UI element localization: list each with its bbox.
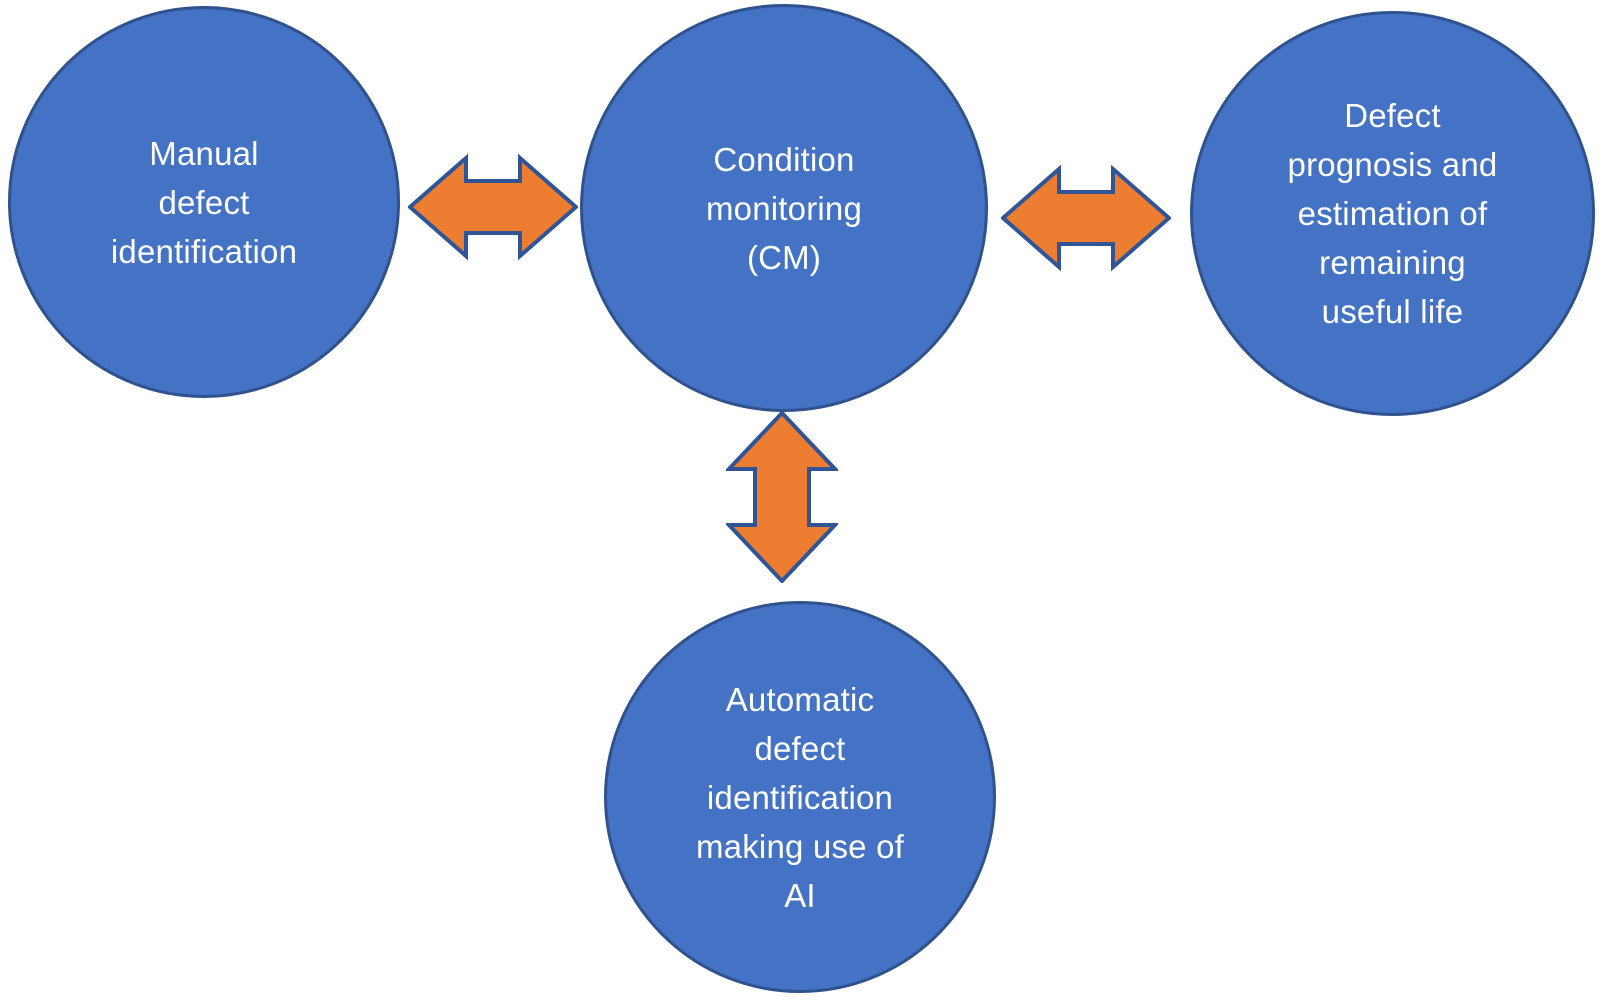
double-arrow-shape — [726, 411, 838, 583]
node-defect-prognosis: Defect prognosis and estimation of remai… — [1190, 11, 1595, 416]
double-arrow-shape — [1001, 165, 1171, 271]
double-arrow-icon-cm-to-automatic — [726, 411, 838, 583]
double-arrow-icon-cm-to-prognosis — [1001, 165, 1171, 271]
node-automatic-defect-identification: Automatic defect identification making u… — [604, 601, 996, 993]
double-arrow-icon-manual-to-cm — [408, 154, 578, 260]
node-condition-monitoring-label: Condition monitoring (CM) — [705, 140, 863, 276]
node-condition-monitoring: Condition monitoring (CM) — [580, 4, 988, 412]
double-arrow-shape — [408, 154, 578, 260]
node-manual-defect-identification: Manual defect identification — [8, 6, 400, 398]
node-defect-prognosis-label: Defect prognosis and estimation of remai… — [1287, 97, 1498, 330]
node-manual-defect-identification-label: Manual defect identification — [110, 134, 298, 270]
node-automatic-defect-identification-label: Automatic defect identification making u… — [695, 680, 905, 914]
